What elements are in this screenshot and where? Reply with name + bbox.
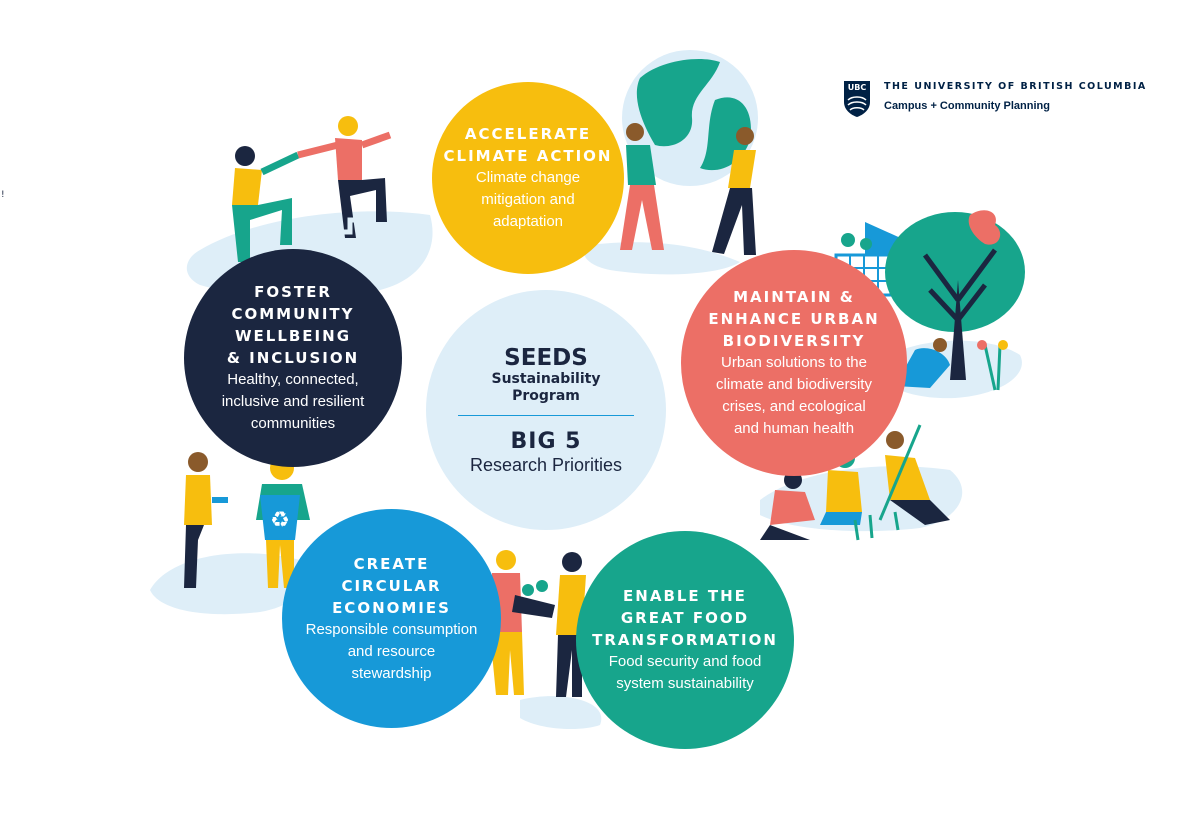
priority-description: Climate change mitigation and adaptation — [475, 169, 581, 230]
department-name: Campus + Community Planning — [884, 100, 1050, 112]
people-carrying-globe-icon — [620, 123, 756, 255]
recycling-people-icon: ♻ — [184, 452, 310, 588]
ubc-logo: UBC THE UNIVERSITY OF BRITISH COLUMBIA C… — [843, 80, 1147, 118]
priority-description: Food security and food system sustainabi… — [608, 653, 762, 692]
svg-text:♻: ♻ — [270, 508, 290, 533]
priority-title: CREATE CIRCULAR ECONOMIES — [332, 554, 451, 617]
seeds-title: SEEDS — [504, 344, 588, 371]
logo-text-block: THE UNIVERSITY OF BRITISH COLUMBIA Campu… — [884, 80, 1147, 114]
seeds-center-circle: SEEDS Sustainability Program BIG 5 Resea… — [426, 290, 666, 530]
priority-description: Healthy, connected, inclusive and resili… — [221, 371, 365, 432]
helping-hand-people-icon — [232, 116, 392, 263]
priority-community-wellbeing: FOSTER COMMUNITY WELLBEING & INCLUSION H… — [184, 249, 402, 467]
stray-mark: ! — [1, 190, 5, 200]
priority-title: MAINTAIN & ENHANCE URBAN BIODIVERSITY — [708, 288, 880, 350]
priority-climate-action: ACCELERATE CLIMATE ACTION Climate change… — [432, 82, 624, 274]
priority-description: Urban solutions to the climate and biodi… — [716, 354, 872, 437]
seeds-subtitle: Sustainability Program — [491, 370, 601, 404]
priority-description: Responsible consumption and resource ste… — [305, 620, 478, 682]
center-divider — [458, 414, 634, 416]
big5-title: BIG 5 — [510, 428, 582, 454]
earth-globe-icon — [622, 50, 758, 186]
svg-text:UBC: UBC — [848, 83, 867, 92]
priority-title: FOSTER COMMUNITY WELLBEING & INCLUSION — [226, 283, 360, 367]
university-name: THE UNIVERSITY OF BRITISH COLUMBIA — [884, 81, 1147, 92]
big5-subtitle: Research Priorities — [469, 454, 623, 475]
priority-urban-biodiversity: MAINTAIN & ENHANCE URBAN BIODIVERSITY Ur… — [681, 250, 907, 476]
priority-food-transformation: ENABLE THE GREAT FOOD TRANSFORMATION Foo… — [576, 531, 794, 749]
priority-title: ACCELERATE CLIMATE ACTION — [443, 125, 613, 165]
ubc-crest-icon: UBC — [844, 81, 870, 117]
food-exchange-people-icon — [490, 550, 586, 697]
priority-title: ENABLE THE GREAT FOOD TRANSFORMATION — [592, 587, 778, 649]
tree-icon — [885, 210, 1025, 391]
priority-circular-economies: CREATE CIRCULAR ECONOMIES Responsible co… — [282, 509, 501, 728]
gardeners-icon — [760, 424, 950, 541]
